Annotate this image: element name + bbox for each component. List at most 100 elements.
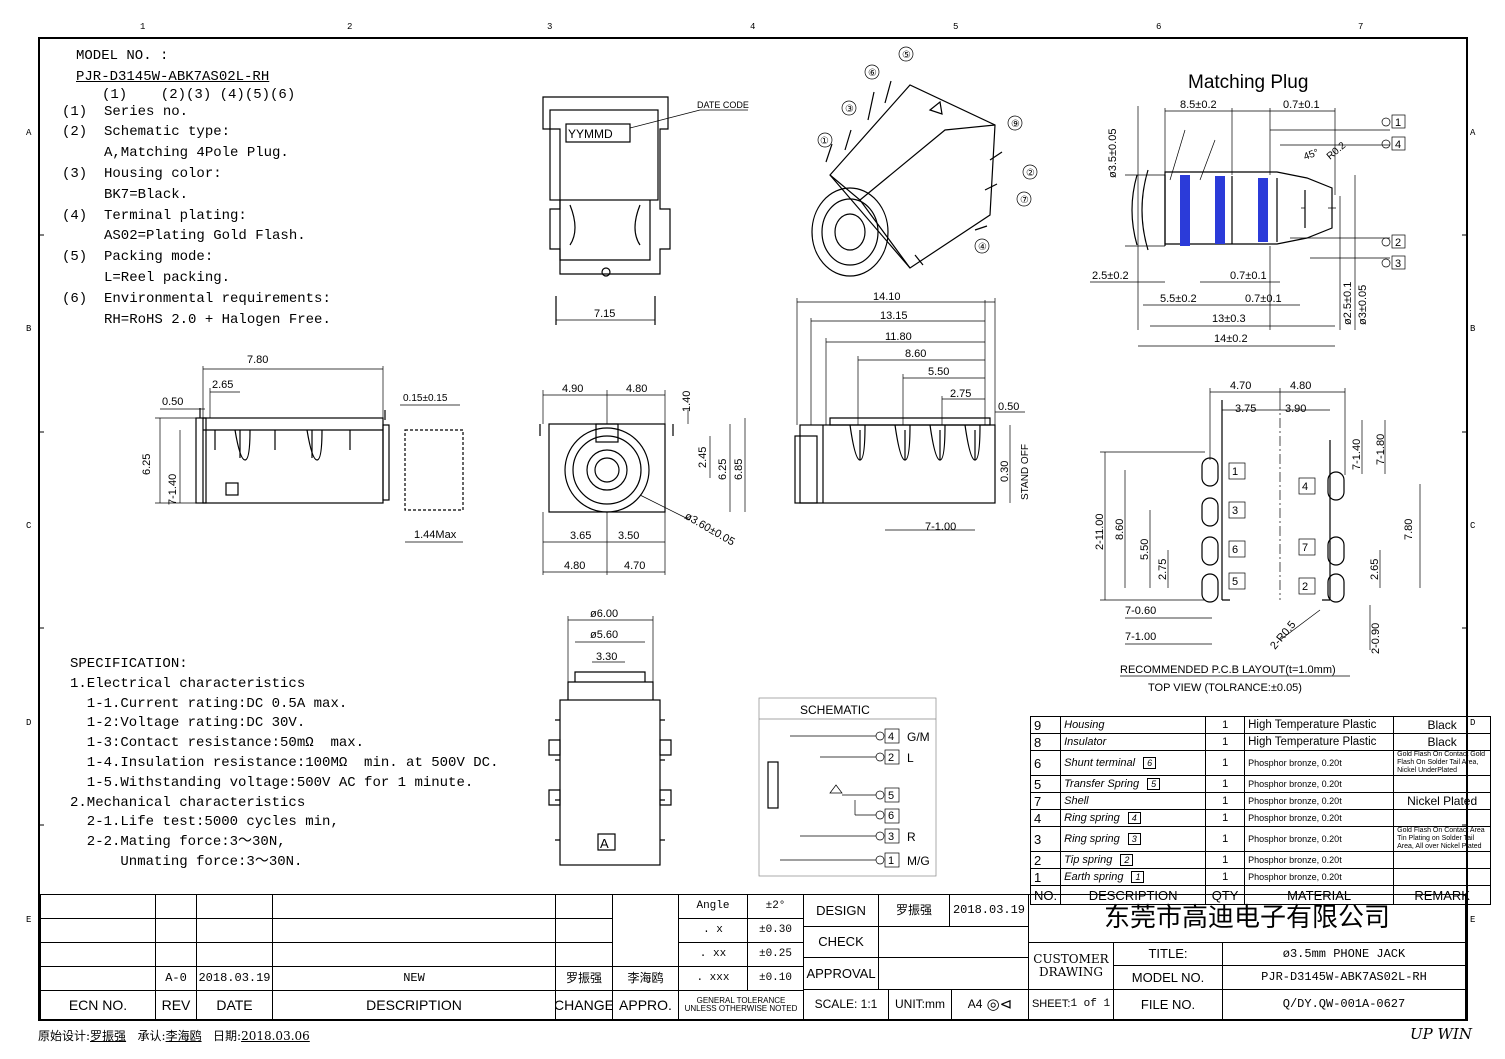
- model-label: MODEL NO.: [1113, 965, 1223, 990]
- bom-material: Phosphor bronze, 0.20t: [1244, 851, 1395, 869]
- bom-ref: 2: [1120, 854, 1134, 866]
- bom-qty: 1: [1205, 750, 1246, 776]
- revision-cell: [40, 894, 156, 919]
- model-number: PJR-D3145W-ABK7AS02L-RH: [76, 68, 270, 85]
- plug-ring-1: [1180, 175, 1190, 246]
- grid-col-4: 4: [750, 22, 756, 32]
- spec-line: 1.Electrical characteristics: [70, 675, 306, 692]
- spec-line: 1-5.Withstanding voltage:500V AC for 1 m…: [70, 774, 474, 791]
- approval-cell: [878, 957, 1029, 990]
- spec-line: 1-3:Contact resistance:50mΩ max.: [70, 735, 365, 752]
- dimension-label: 4.70: [1230, 380, 1251, 392]
- revision-cell: [155, 894, 197, 919]
- model-label: MODEL NO. :: [76, 48, 169, 64]
- schematic-box: [758, 697, 937, 877]
- bom-header: MATERIAL: [1244, 885, 1395, 905]
- dimension-label: 2.65: [1369, 559, 1381, 580]
- bom-material: Phosphor bronze, 0.20t: [1244, 750, 1395, 776]
- dimension-label: ø2.5±0.1: [1342, 282, 1354, 325]
- model-item: RH=RoHS 2.0 + Halogen Free.: [62, 311, 331, 328]
- spec-line: Unmating force:3～30N.: [70, 853, 303, 870]
- revision-cell: [40, 942, 156, 967]
- revision-cell: [555, 894, 613, 919]
- spec-line: 2.Mechanical characteristics: [70, 794, 306, 811]
- pcb-pin-label: 1: [1232, 466, 1238, 478]
- schematic-pin-number: 2: [888, 752, 894, 764]
- bom-ref: 6: [1143, 757, 1157, 769]
- model-item: (1) Series no.: [62, 103, 189, 120]
- dimension-label: 5.50: [928, 366, 949, 378]
- unit-cell: UNIT:mm: [888, 989, 952, 1020]
- scale-cell: SCALE: 1:1: [803, 989, 889, 1020]
- dimension-label: STAND OFF: [1020, 444, 1031, 500]
- revision-cell: [555, 942, 613, 967]
- model-item: (2) Schematic type:: [62, 124, 231, 141]
- bom-remark: Black: [1393, 733, 1492, 751]
- approval-label: APPROVAL: [803, 957, 879, 990]
- schematic-pin-number: 3: [888, 831, 894, 843]
- dimension-label: Matching Plug: [1188, 72, 1308, 93]
- revision-header: ECN NO.: [40, 990, 156, 1020]
- bom-remark: Gold Flash On Contact Area Tin Plating o…: [1393, 826, 1492, 852]
- bom-desc-text: Ring spring: [1064, 833, 1120, 845]
- dimension-label: 45°: [1302, 147, 1320, 163]
- dimension-label: 4.80: [1290, 380, 1311, 392]
- dimension-label: 7.15: [594, 308, 615, 320]
- dimension-label: 7-1.00: [925, 521, 956, 533]
- dimension-label: 5.50: [1139, 539, 1151, 560]
- matching-plug: [1131, 169, 1333, 251]
- schematic-pin-number: 6: [888, 810, 894, 822]
- dimension-label: 2.65: [212, 379, 233, 391]
- tolerance-value: ±0.30: [747, 918, 804, 943]
- schematic-title: SCHEMATIC: [800, 703, 870, 717]
- dimension-label: 2-0.90: [1370, 623, 1382, 654]
- dimension-label: 0.7±0.1: [1283, 99, 1320, 111]
- footer-designer: 罗振强: [90, 1029, 127, 1043]
- tolerance-value: ±0.10: [747, 966, 804, 991]
- pcb-pin-label: 6: [1232, 544, 1238, 556]
- dimension-label: 3.65: [570, 530, 591, 542]
- bom-material: High Temperature Plastic: [1244, 716, 1395, 734]
- dimension-label: 1.44Max: [414, 529, 457, 541]
- grid-col-6: 6: [1156, 22, 1162, 32]
- grid-row-a: A: [26, 128, 32, 138]
- bom-qty: 1: [1205, 868, 1246, 886]
- dimension-label: 0.50: [998, 401, 1019, 413]
- front-view-dims: [542, 390, 746, 575]
- isometric-view: [811, 80, 1003, 277]
- drawing-frame: [38, 37, 1468, 1021]
- bom-material: Phosphor bronze, 0.20t: [1244, 826, 1395, 852]
- bom-desc-text: Ring spring: [1064, 812, 1120, 824]
- title-value: ø3.5mm PHONE JACK: [1222, 942, 1466, 966]
- file-label: FILE NO.: [1113, 989, 1223, 1020]
- company-name: 东莞市高迪电子有限公司: [1028, 894, 1466, 943]
- dimension-label: 13±0.3: [1212, 313, 1246, 325]
- tolerance-value: ±0.25: [747, 942, 804, 967]
- revision-cell: [272, 918, 556, 943]
- grid-row-b-right: B: [1470, 324, 1476, 334]
- schematic-pin-label: G/M: [907, 730, 930, 744]
- dimension-label: 4.90: [562, 383, 583, 395]
- footer-date: 2018.03.06: [241, 1029, 310, 1043]
- spec-line: 2-1.Life test:5000 cycles min,: [70, 814, 339, 831]
- bom-no: 3: [1029, 826, 1062, 852]
- bom-remark: [1393, 809, 1492, 827]
- dimension-label: A: [600, 836, 609, 851]
- bom-material: Phosphor bronze, 0.20t: [1244, 792, 1395, 810]
- revision-cell: [196, 918, 273, 943]
- bom-qty: 1: [1205, 733, 1246, 751]
- dimension-label: 2.75: [950, 388, 971, 400]
- isometric-callouts: [817, 46, 1038, 254]
- dimension-label: 3.75: [1235, 403, 1256, 415]
- bom-no: 1: [1029, 868, 1062, 886]
- revision-date: 2018.03.19: [196, 966, 273, 991]
- dimension-label: 14±0.2: [1214, 333, 1248, 345]
- dimension-label: 2.75: [1157, 559, 1169, 580]
- footer-brand: UP WIN: [1410, 1025, 1472, 1043]
- dimension-label: 4.80: [564, 560, 585, 572]
- model-item: (3) Housing color:: [62, 165, 222, 182]
- bom-desc-text: Earth spring: [1064, 871, 1124, 883]
